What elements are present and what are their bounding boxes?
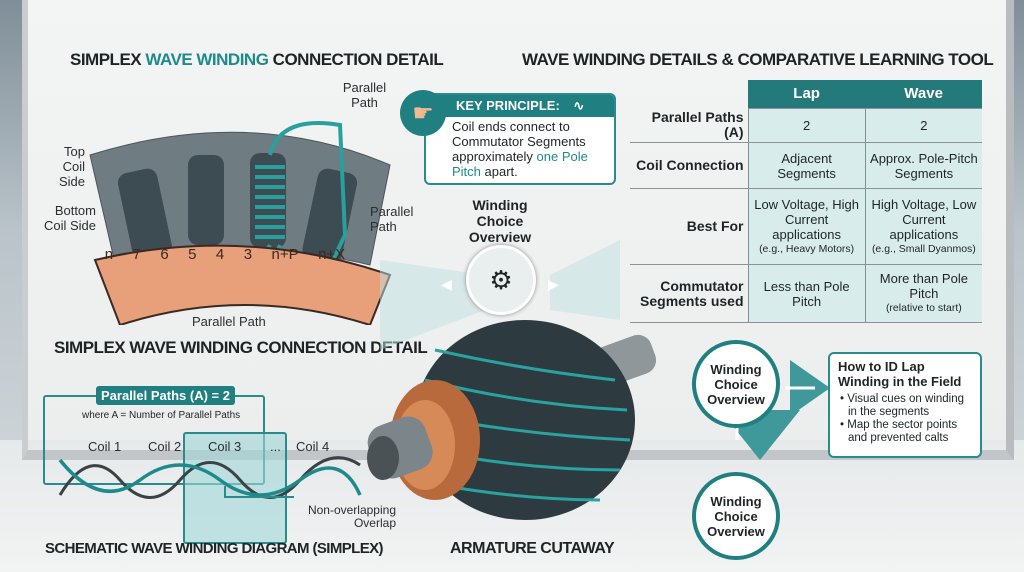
projection-beams [380, 240, 620, 350]
schematic-title: SCHEMATIC WAVE WINDING DIAGRAM (SIMPLEX) [45, 540, 384, 557]
segment-label: 4 [215, 246, 225, 263]
row-label: Parallel Paths (A) [630, 108, 748, 143]
label-parallel-path-bottom: Parallel Path [192, 314, 266, 329]
header-cell [630, 80, 748, 108]
text: Coil ends connect to Commutator Segments… [452, 119, 586, 164]
segment-labels: n 7 6 5 4 3 n+P n+X [95, 246, 355, 263]
cell-note: (e.g., Heavy Motors) [759, 242, 855, 255]
cell-wave: More than Pole Pitch(relative to start) [864, 264, 982, 323]
label-parallel-path-top: Parallel Path [342, 80, 387, 110]
cell-text: High Voltage, Low Current applications [871, 196, 977, 242]
schematic-note: where A = Number of Parallel Paths [82, 410, 241, 421]
key-principle-heading: KEY PRINCIPLE: [456, 98, 560, 113]
header-lap: Lap [748, 80, 866, 109]
coil-label: Coil 2 [148, 439, 182, 454]
right-title: WAVE WINDING DETAILS & COMPARATIVE LEARN… [522, 50, 994, 69]
arrow-left-icon: ◀ [441, 276, 452, 292]
label-bottom-coil-side: Bottom Coil Side [43, 203, 96, 233]
arrow-right-icon: ▶ [548, 276, 559, 292]
left-title: SIMPLEX WAVE WINDING CONNECTION DETAIL [70, 50, 444, 70]
text: apart. [480, 164, 518, 179]
circle-label: Winding Choice Overview [707, 361, 765, 407]
cell-note: (relative to start) [885, 302, 962, 314]
wave-schematic [58, 456, 362, 499]
key-principle-text: Coil ends connect to Commutator Segments… [426, 117, 614, 179]
bullet-item: • Map the sector points and prevented ca… [840, 419, 958, 444]
row-label: Best For [630, 188, 748, 265]
circle-label: Winding Choice Overview [707, 493, 765, 539]
key-principle-box: KEY PRINCIPLE: ∿ Coil ends connect to Co… [424, 93, 616, 185]
bullet-list: • Visual cues on winding in the segments… [838, 393, 972, 445]
cell-lap: Adjacent Segments [747, 142, 866, 189]
segment-label: n+X [318, 246, 346, 263]
cell-lap: Less than Pole Pitch [747, 264, 866, 323]
coil-label: Coil 3 [208, 439, 242, 454]
overview-title: Winding Choice Overview [468, 197, 532, 245]
overview-circle-2[interactable]: Winding Choice Overview [692, 472, 780, 560]
wave-path-teal [58, 458, 362, 497]
bullet-item: • Visual cues on winding in the segments [840, 393, 965, 418]
bullet-text: Visual cues on winding in the segments [847, 393, 965, 418]
cell-note: (e.g., Small Dyanmos) [871, 242, 976, 255]
row-label: Coil Connection [630, 142, 748, 189]
parallel-paths-badge: Parallel Paths (A) = 2 [96, 386, 235, 405]
title-highlight: WAVE WINDING [145, 50, 269, 69]
left-subtitle: SIMPLEX WAVE WINDING CONNECTION DETAIL [54, 338, 428, 357]
cell-wave: High Voltage, Low Current applications(e… [864, 188, 982, 265]
cell-lap: 2 [747, 108, 866, 143]
title-part: SIMPLEX [70, 50, 146, 69]
title-part: CONNECTION DETAIL [268, 50, 444, 69]
coil-label: ... [270, 439, 281, 454]
cell-text: Low Voltage, High Current applications [754, 196, 860, 242]
bullet-text: Map the sector points and prevented calt… [847, 419, 958, 444]
header-wave: Wave [865, 80, 982, 109]
overlap-leader [224, 486, 294, 498]
coil-label: Coil 1 [88, 439, 122, 454]
coil-label: Coil 4 [296, 439, 330, 454]
slot [117, 168, 173, 262]
id-lap-winding-box: How to ID Lap Winding in the Field • Vis… [828, 352, 982, 458]
pointing-hand-icon: ☛ [400, 90, 446, 136]
sine-wave-icon: ∿ [573, 98, 585, 113]
segment-label: 3 [243, 246, 253, 263]
row-label: Commutator Segments used [630, 264, 748, 323]
segment-label: n [104, 246, 114, 263]
overview-circle-1[interactable]: Winding Choice Overview [692, 340, 780, 428]
cell-lap: Low Voltage, High Current applications(e… [747, 188, 866, 265]
overlap-label: Non-overlapping Overlap [307, 503, 396, 530]
segment-label: n+P [271, 246, 299, 263]
segment-label: 5 [188, 246, 197, 263]
cell-wave: Approx. Pole-Pitch Segments [864, 142, 982, 189]
segment-label: 6 [160, 246, 169, 263]
cell-wave: 2 [864, 108, 982, 143]
box-title: How to ID Lap Winding in the Field [838, 359, 962, 389]
label-top-coil-side: Top Coil Side [58, 144, 85, 189]
segment-label: 7 [132, 246, 141, 263]
cell-text: More than Pole Pitch [879, 271, 968, 301]
stator-commutator-illustration [89, 121, 392, 325]
small-armature-thumbnail[interactable]: ⚙ [466, 245, 536, 315]
armature-cutaway-label: ARMATURE CUTAWAY [450, 540, 615, 557]
label-parallel-path-right: Parallel Path [370, 204, 414, 234]
highlight: one Pole Pitch [452, 149, 588, 179]
slot [188, 155, 224, 245]
armature-cutaway-illustration [367, 320, 657, 520]
